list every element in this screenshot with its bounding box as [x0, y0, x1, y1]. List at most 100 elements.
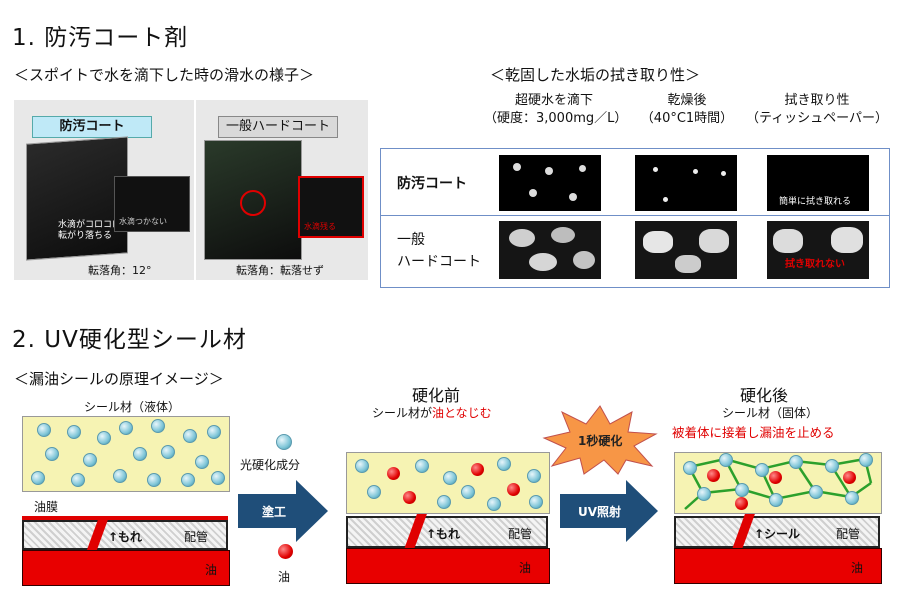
- panel1-label: シール材（液体）: [84, 400, 181, 414]
- stain-blob: [675, 255, 701, 273]
- particle: [45, 447, 59, 461]
- particle: [183, 429, 197, 443]
- leak-crack: [85, 518, 109, 554]
- photo-hardcoat-ring: [240, 190, 266, 216]
- particle: [133, 447, 147, 461]
- particle: [119, 421, 133, 435]
- cell-r2-c2: [635, 221, 737, 279]
- panel1-oil-label: 油: [204, 563, 217, 577]
- panel2-line: シール材が油となじむ: [372, 404, 492, 421]
- cell-r2-c3-text: 拭き取れない: [785, 259, 845, 270]
- panel3-seal-label: ↑シール: [754, 527, 801, 541]
- particle: [355, 459, 369, 473]
- photo-antifouling-inset-text: 水滴つかない: [119, 217, 167, 226]
- photo-antifouling-caption: 転落角：12°: [88, 264, 152, 277]
- section2-title: 2. UV硬化型シール材: [12, 327, 247, 353]
- particle: [859, 453, 873, 467]
- arrow-uv-label: UV照射: [578, 505, 622, 519]
- panel1-oil: 油: [22, 550, 230, 586]
- panel3-oil-label: 油: [850, 561, 863, 575]
- droplet: [529, 189, 537, 197]
- panel1-film-label: 油膜: [34, 500, 59, 514]
- burst-shape: [542, 405, 658, 475]
- oil-droplet: [387, 467, 400, 480]
- legend-particle-label: 光硬化成分: [240, 458, 301, 472]
- particle: [769, 493, 783, 507]
- drop-blob: [509, 229, 535, 247]
- oil-droplet: [707, 469, 720, 482]
- panel1-leak-label: ↑もれ: [108, 530, 143, 544]
- particle: [437, 495, 451, 509]
- particle: [67, 425, 81, 439]
- particle: [147, 473, 161, 487]
- residue-dot: [693, 169, 698, 174]
- particle: [207, 425, 221, 439]
- section1-left-subtitle: ＜スポイトで水を滴下した時の滑水の様子＞: [14, 66, 315, 84]
- residue-dot: [663, 197, 668, 202]
- residue-dot: [653, 167, 658, 172]
- panel3-line1: シール材（固体）: [722, 406, 819, 420]
- panel2-heading: 硬化前: [412, 386, 461, 405]
- particle: [195, 455, 209, 469]
- panel2-pipe: ↑もれ 配管: [346, 514, 548, 552]
- oil-droplet: [471, 463, 484, 476]
- particle: [487, 497, 501, 511]
- particle: [697, 487, 711, 501]
- particle: [755, 463, 769, 477]
- drop-blob: [551, 227, 575, 243]
- arrow-apply: [238, 480, 328, 542]
- cell-r1-c3: 簡単に拭き取れる: [767, 155, 869, 211]
- particle: [789, 455, 803, 469]
- row-label-hardcoat-line1: 一般: [397, 232, 425, 248]
- droplet: [579, 165, 586, 172]
- photo-antifouling-note: 水滴がコロコロ転がり落ちる: [58, 220, 122, 241]
- particle: [367, 485, 381, 499]
- section1-title: 1. 防汚コート剤: [12, 25, 189, 51]
- panel2-pipe-label: 配管: [508, 527, 533, 541]
- col-header-2: 乾燥後 （40°C1時間）: [632, 92, 742, 128]
- panel3-line-red: 被着体に接着し漏油を止める: [672, 425, 835, 440]
- stain-blob: [699, 229, 729, 253]
- particle: [529, 495, 543, 509]
- oil-droplet: [769, 471, 782, 484]
- particle: [181, 473, 195, 487]
- cell-r1-c1: [499, 155, 601, 211]
- panel3-pipe: ↑シール 配管: [674, 514, 880, 552]
- droplet: [545, 167, 553, 175]
- wipe-table: 防汚コート 一般 ハードコート 簡単に拭き取れる 拭き取れない: [380, 148, 890, 288]
- droplet: [569, 193, 577, 201]
- legend-oil-label: 油: [278, 570, 291, 584]
- photo-hardcoat-inset-text: 水滴残る: [304, 222, 336, 231]
- particle: [31, 471, 45, 485]
- particle: [415, 459, 429, 473]
- cell-r2-c1: [499, 221, 601, 279]
- particle: [719, 453, 733, 467]
- burst-label: 1秒硬化: [578, 434, 623, 448]
- panel3-oil: 油: [674, 548, 882, 584]
- panel2-leak-label: ↑もれ: [426, 527, 461, 541]
- panel3-sealant: [674, 452, 882, 514]
- panel1-pipe-label: 配管: [184, 530, 209, 544]
- particle: [461, 485, 475, 499]
- particle: [845, 491, 859, 505]
- cell-r2-c3: 拭き取れない: [767, 221, 869, 279]
- panel2-oil: 油: [346, 548, 550, 584]
- particle: [151, 419, 165, 433]
- particle: [825, 459, 839, 473]
- legend-particle-icon: [276, 434, 292, 450]
- seal-crack: [731, 514, 755, 552]
- particle: [443, 471, 457, 485]
- panel2-line-red: 油となじむ: [432, 406, 492, 420]
- oil-droplet: [403, 491, 416, 504]
- col-header-3: 拭き取り性 （ティッシュペーパー）: [742, 92, 892, 128]
- col-header-1: 超硬水を滴下 （硬度：3,000mg／L）: [484, 92, 627, 128]
- col-header-2-line1: 乾燥後: [667, 93, 707, 108]
- residue-dot: [721, 171, 726, 176]
- photo-hardcoat-label: 一般ハードコート: [218, 116, 338, 138]
- col-header-3-line2: （ティッシュペーパー）: [745, 111, 889, 126]
- particle: [113, 469, 127, 483]
- legend-oil-icon: [278, 544, 293, 559]
- stain-blob: [773, 229, 803, 253]
- photo-hardcoat-caption: 転落角：転落せず: [236, 264, 324, 277]
- arrow-uv: [560, 480, 658, 542]
